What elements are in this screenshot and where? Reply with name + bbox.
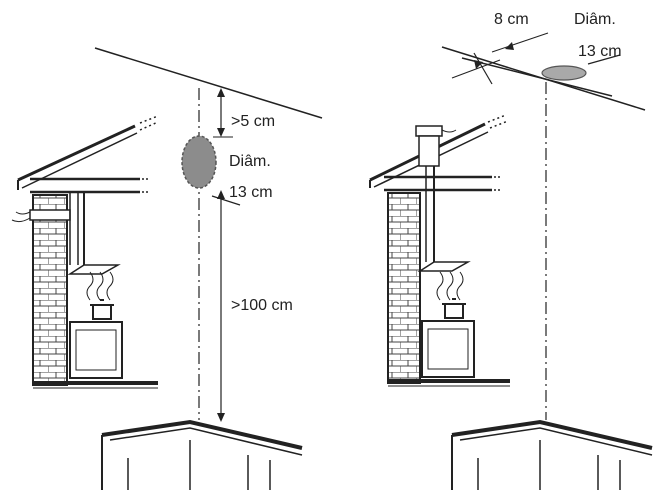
left-diameter-leader <box>212 196 240 205</box>
left-ceiling-lines <box>30 179 150 192</box>
right-diameter-word-label: Diâm. <box>574 11 616 28</box>
left-exhaust-outlet <box>12 210 70 222</box>
left-vent-hole <box>181 135 217 189</box>
right-chimney-stack <box>416 126 456 166</box>
left-hood-duct <box>70 192 84 265</box>
left-top-gap-dimension <box>213 88 233 137</box>
right-upper-roof-line-2 <box>452 78 645 116</box>
right-hood-duct <box>426 166 434 262</box>
right-pot <box>442 299 466 318</box>
left-brick-wall <box>33 195 67 385</box>
left-stove <box>70 322 122 378</box>
left-pot <box>90 300 114 319</box>
right-brick-wall <box>388 193 420 383</box>
left-steam <box>87 272 113 300</box>
left-bottom-gap-label: >100 cm <box>231 297 293 314</box>
right-ceiling-lines <box>384 177 502 190</box>
right-diameter-value-label: 13 cm <box>578 43 622 60</box>
left-lower-building <box>102 422 302 490</box>
right-steam <box>437 272 463 300</box>
left-diameter-word-label: Diâm. <box>229 153 271 170</box>
right-stove <box>422 321 474 377</box>
right-hood-canopy <box>420 262 468 271</box>
right-offset-label: 8 cm <box>494 11 529 28</box>
right-scene <box>370 33 652 490</box>
left-diameter-value-label: 13 cm <box>229 184 273 201</box>
right-diameter-leader <box>588 55 620 64</box>
left-upper-roof-line <box>95 48 322 118</box>
right-vent-hole <box>541 65 587 81</box>
left-hood-canopy <box>70 265 118 274</box>
left-top-gap-label: >5 cm <box>231 113 276 130</box>
left-scene <box>12 48 322 490</box>
left-bottom-gap-dimension <box>217 190 225 422</box>
right-lower-building <box>452 422 652 490</box>
